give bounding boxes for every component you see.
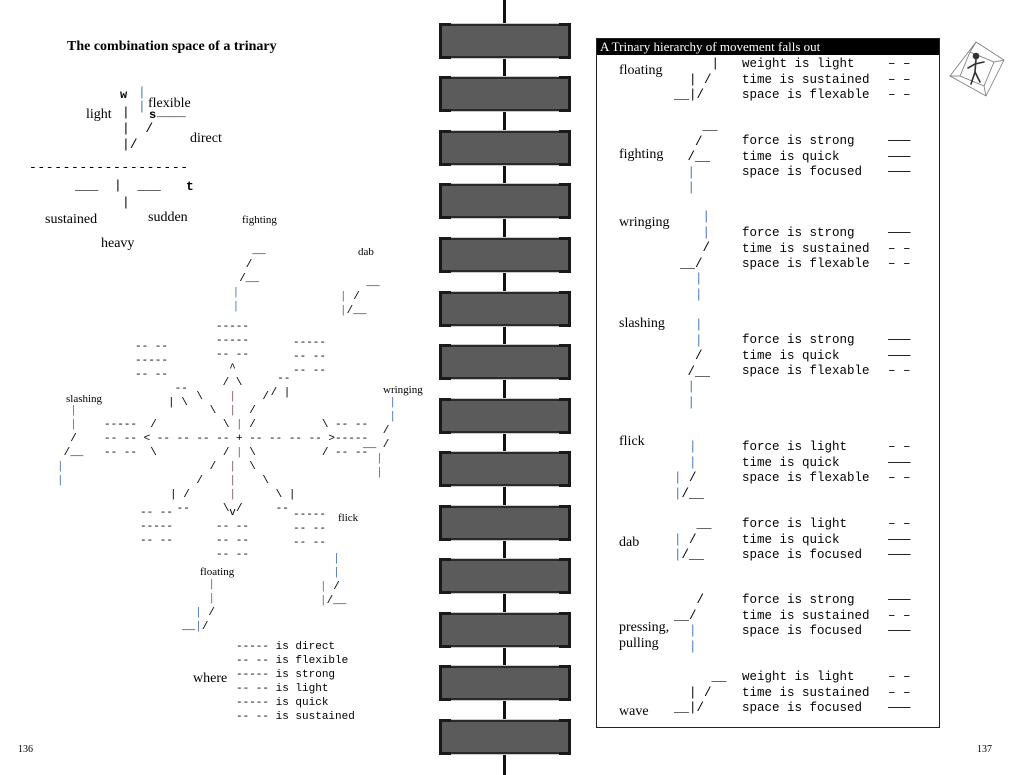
label-fighting: fighting (242, 214, 277, 226)
binder-ring (439, 130, 571, 166)
movement-name-line2: pulling (619, 636, 659, 651)
axis-direct-label: direct (190, 131, 222, 146)
axis-horizontal-rule: ------------------- (29, 160, 189, 175)
attribute-list: force is strong time is sustained space … (742, 226, 870, 271)
axis-lower-marks: ___ | ___ (75, 178, 161, 193)
legend-item: -- -- is light (236, 683, 329, 695)
hierarchy-box-title: A Trinary hierarchy of movement falls ou… (597, 39, 939, 55)
binder-ring (439, 558, 571, 594)
movement-glyph: | | / /__ | | (687, 318, 711, 410)
glyph-floating: | | | / __|/ (182, 579, 216, 633)
axis-w-stem: | | / |/ (122, 105, 154, 152)
binder-ring (439, 237, 571, 273)
axis-light-label: light (86, 107, 112, 122)
page-number-right: 137 (977, 744, 992, 755)
top-left-cluster: -- -- ----- -- -- -- | \ (135, 341, 188, 409)
axis-lower-stem: | (122, 195, 130, 210)
top-right-cluster: ----- -- -- -- -- (293, 337, 327, 377)
attribute-marks: – – – – – – (888, 57, 911, 102)
label-slashing: slashing (66, 393, 103, 405)
legend-item: -- -- is flexible (236, 655, 349, 667)
binder-ring (439, 451, 571, 487)
attribute-list: force is light time is quick space is fo… (742, 517, 863, 562)
movement-name: wringing (619, 215, 670, 230)
page-title: The combination space of a trinary (67, 39, 277, 54)
binder-ring (439, 344, 571, 380)
binder-ring (439, 505, 571, 541)
binder-ring (439, 76, 571, 112)
top-cluster: ----- ----- -- -- ^ / \ (216, 321, 250, 389)
attribute-marks: ——— ——— – – (888, 333, 911, 378)
axis-sustained-label: sustained (45, 212, 98, 227)
axis-flexible-label: flexible (148, 96, 191, 111)
attribute-marks: ——— ——— ——— (888, 134, 911, 179)
binder-ring (439, 23, 571, 59)
movement-name: pressing, (619, 620, 670, 635)
axis-s-underline: ____ (157, 106, 186, 120)
movement-name: fighting (619, 147, 664, 162)
hypercube-figure-icon (949, 41, 1005, 97)
movement-name: wave (619, 704, 649, 719)
axis-heavy-label: heavy (101, 236, 135, 251)
legend-item: ----- is strong (236, 669, 336, 681)
glyph-fighting: __ / /__ | | (232, 245, 266, 313)
attribute-marks: ——— – – ——— (888, 593, 911, 638)
attribute-list: force is strong time is quick space is f… (742, 333, 870, 378)
movement-glyph: __ | / __|/ (674, 670, 727, 715)
movement-name: slashing (619, 316, 665, 331)
top-right-arm: -- / | (270, 373, 291, 399)
label-dab: dab (358, 246, 374, 258)
movement-name: flick (619, 434, 645, 449)
binder-spine (503, 0, 506, 775)
binder-ring (439, 665, 571, 701)
movement-glyph: __ / /__ | | (687, 119, 718, 195)
legend-item: ----- is quick (236, 697, 329, 709)
attribute-list: weight is light time is sustained space … (742, 670, 870, 715)
attribute-list: force is strong time is quick space is f… (742, 134, 863, 179)
bottom-cluster: v -- -- -- -- -- -- (216, 507, 250, 561)
bottom-left-cluster: -- -- ----- -- -- (140, 507, 174, 547)
movement-glyph: | | | / |/__ (674, 440, 705, 501)
label-floating: floating (200, 566, 235, 578)
legend-where: where (193, 671, 228, 686)
hierarchy-box (596, 38, 940, 728)
axis-w-label: w (120, 88, 128, 102)
attribute-marks: ——— – – – – (888, 226, 911, 271)
attribute-marks: – – ——— – – (888, 440, 911, 485)
legend: ----- is direct -- -- is flexible ----- … (236, 640, 355, 724)
movement-glyph: __ | / |/__ (674, 517, 712, 562)
movement-glyph: / __/ | | (674, 593, 705, 654)
binder-ring (439, 719, 571, 755)
movement-glyph: | | / __/ | | (680, 210, 711, 302)
binder-ring (439, 612, 571, 648)
binder-ring (439, 398, 571, 434)
axis-t-label: t (186, 179, 194, 194)
axis-sudden-label: sudden (148, 210, 188, 225)
movement-name: floating (619, 63, 663, 78)
attribute-list: force is strong time is sustained space … (742, 593, 870, 638)
star-center: \ | / \ | / ----- / \ | / \ -- -- -- -- … (104, 391, 369, 515)
attribute-list: force is light time is quick space is fl… (742, 440, 870, 485)
glyph-slashing: | | / /__ | | (57, 405, 84, 487)
bottom-right-cluster: ----- -- -- -- -- (293, 509, 327, 549)
binder-ring (439, 183, 571, 219)
glyph-wringing: | | / __ / | | (363, 397, 397, 479)
glyph-flick: | | | / |/__ (320, 553, 347, 607)
attribute-list: weight is light time is sustained space … (742, 57, 870, 102)
attribute-marks: – – – – ——— (888, 670, 911, 715)
attribute-marks: – – ——— ——— (888, 517, 911, 562)
axis-s-bar: | | (138, 85, 146, 114)
binder-ring (439, 291, 571, 327)
axis-s-label: s (149, 108, 157, 122)
movement-name: dab (619, 535, 640, 550)
legend-item: ----- is direct (236, 641, 336, 653)
label-flick: flick (338, 512, 359, 524)
legend-item: -- -- is sustained (236, 711, 355, 723)
movement-glyph: | | / __|/ (674, 57, 720, 102)
label-wringing: wringing (383, 384, 423, 396)
page-number-left: 136 (18, 744, 33, 755)
glyph-dab: __ | / |/__ (340, 277, 380, 317)
